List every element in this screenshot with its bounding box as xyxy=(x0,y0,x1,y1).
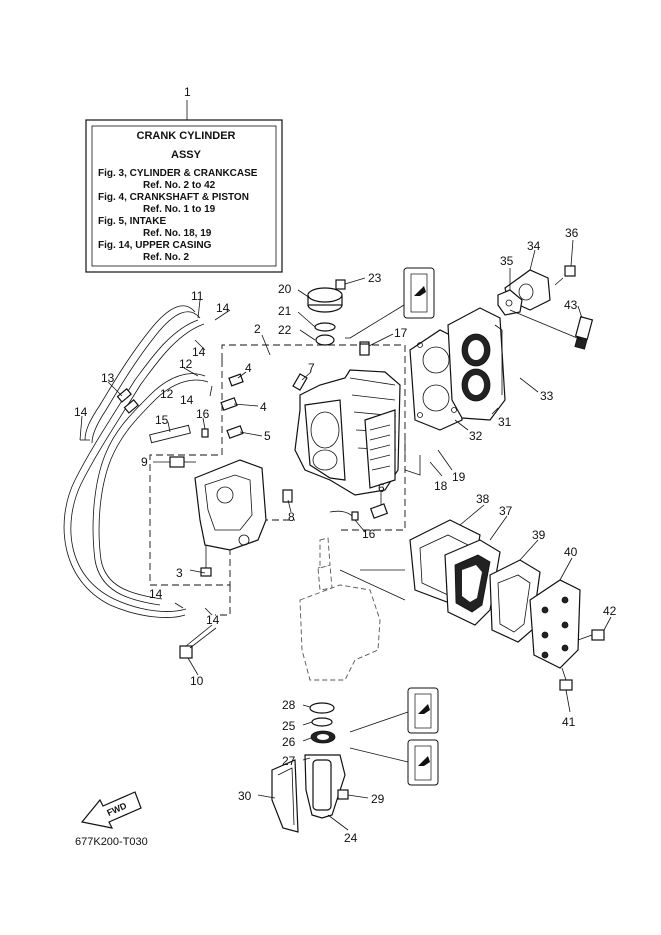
diagram-code: 677K200-T030 xyxy=(75,836,148,848)
callout-24: 24 xyxy=(344,831,358,845)
legend-title-line1: CRANK CYLINDER xyxy=(137,130,236,142)
callout-33: 33 xyxy=(540,389,554,403)
callout-22: 22 xyxy=(278,323,292,337)
callout-9: 9 xyxy=(141,455,148,469)
callouts: 2 3 4 4 5 6 7 8 9 10 11 12 12 13 14 14 1… xyxy=(74,226,617,845)
callout-7: 7 xyxy=(308,361,315,375)
leader-lines xyxy=(79,239,612,831)
callout-19: 19 xyxy=(452,470,466,484)
callout-36: 36 xyxy=(565,226,579,240)
exhaust-cover xyxy=(447,307,506,421)
callout-29: 29 xyxy=(371,792,385,806)
callout-28: 28 xyxy=(282,698,296,712)
legend-line: Fig. 4, CRANKSHAFT & PISTON xyxy=(98,192,249,203)
callout-12: 12 xyxy=(160,387,174,401)
callout-32: 32 xyxy=(469,429,483,443)
callout-8: 8 xyxy=(288,510,295,524)
callout-30: 30 xyxy=(238,789,252,803)
callout-14: 14 xyxy=(192,345,206,359)
callout-14: 14 xyxy=(216,301,230,315)
callout-37: 37 xyxy=(499,504,513,518)
callout-26: 26 xyxy=(282,735,296,749)
grease-symbol-icon xyxy=(349,739,439,786)
legend-line: Fig. 5, INTAKE xyxy=(98,216,166,227)
legend-line: Fig. 3, CYLINDER & CRANKCASE xyxy=(98,168,258,179)
callout-41: 41 xyxy=(562,715,576,729)
plate-40 xyxy=(529,579,581,669)
callout-1: 1 xyxy=(184,85,191,99)
callout-39: 39 xyxy=(532,528,546,542)
callout-3: 3 xyxy=(176,566,183,580)
spark-plug xyxy=(509,309,594,350)
callout-14: 14 xyxy=(206,613,220,627)
callout-14: 14 xyxy=(74,405,88,419)
callout-4: 4 xyxy=(245,361,252,375)
callout-20: 20 xyxy=(278,282,292,296)
callout-16: 16 xyxy=(362,527,376,541)
callout-14: 14 xyxy=(149,587,163,601)
callout-35: 35 xyxy=(500,254,514,268)
callout-13: 13 xyxy=(101,371,115,385)
callout-11: 11 xyxy=(191,289,204,303)
grease-symbol-icon xyxy=(349,687,439,734)
callout-16: 16 xyxy=(196,407,210,421)
callout-5: 5 xyxy=(264,429,271,443)
fwd-arrow-icon: FWD xyxy=(80,791,142,829)
callout-12: 12 xyxy=(179,357,193,371)
intake-cover xyxy=(194,459,267,577)
legend-title-line2: ASSY xyxy=(171,149,202,161)
legend: 1 CRANK CYLINDER ASSY Fig. 3, CYLINDER &… xyxy=(85,85,283,273)
callout-17: 17 xyxy=(394,326,408,340)
callout-43: 43 xyxy=(564,298,578,312)
callout-4: 4 xyxy=(260,400,267,414)
callout-40: 40 xyxy=(564,545,578,559)
callout-23: 23 xyxy=(368,271,382,285)
callout-2: 2 xyxy=(254,322,261,336)
callout-10: 10 xyxy=(190,674,204,688)
callout-38: 38 xyxy=(476,492,490,506)
callout-25: 25 xyxy=(282,719,296,733)
lower-stack xyxy=(271,702,349,833)
plate-37 xyxy=(444,539,501,626)
callout-15: 15 xyxy=(155,413,169,427)
grease-symbol-icon xyxy=(345,267,435,339)
callout-21: 21 xyxy=(278,304,292,318)
fittings xyxy=(169,373,389,659)
callout-14: 14 xyxy=(180,393,194,407)
legend-line: Ref. No. 18, 19 xyxy=(143,228,212,239)
callout-18: 18 xyxy=(434,479,448,493)
legend-line: Ref. No. 1 to 19 xyxy=(143,204,216,215)
callout-27: 27 xyxy=(282,754,296,768)
legend-line: Ref. No. 2 to 42 xyxy=(143,180,216,191)
legend-line: Ref. No. 2 xyxy=(143,252,190,263)
cylinder-crankcase xyxy=(294,341,401,496)
top-cap xyxy=(307,279,370,356)
upper-casing-ghost xyxy=(299,537,381,681)
callout-42: 42 xyxy=(603,604,617,618)
callout-6: 6 xyxy=(378,481,385,495)
hoses xyxy=(63,305,209,618)
legend-line: Fig. 14, UPPER CASING xyxy=(98,240,212,251)
callout-34: 34 xyxy=(527,239,541,253)
callout-31: 31 xyxy=(498,415,512,429)
